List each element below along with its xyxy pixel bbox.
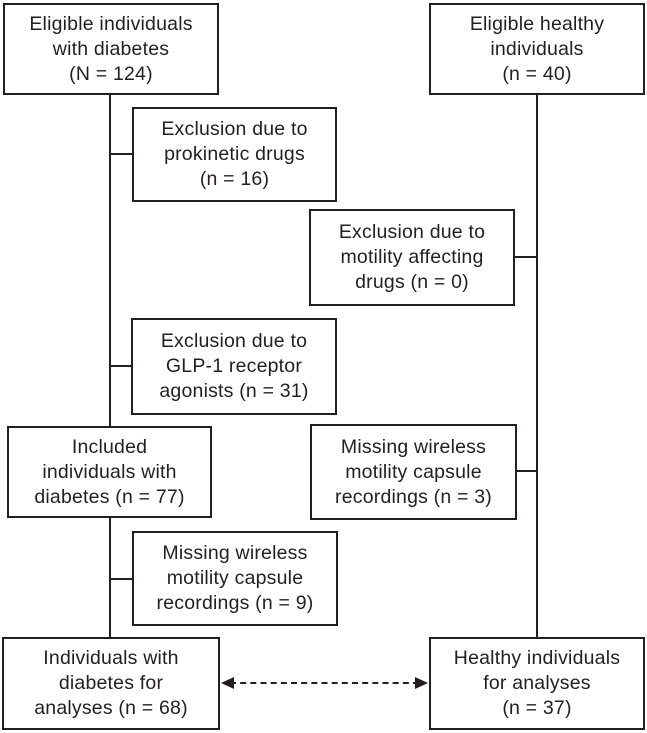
box-missing-recordings-diabetes: Missing wireless motility capsule record… xyxy=(132,531,338,626)
box-exclusion-prokinetic: Exclusion due to prokinetic drugs (n = 1… xyxy=(132,107,337,202)
connector-to-missing3-box xyxy=(517,470,536,472)
connector-to-missing9-box xyxy=(110,578,132,580)
box-healthy-for-analyses: Healthy individuals for analyses (n = 37… xyxy=(429,637,645,730)
box-diabetes-for-analyses: Individuals with diabetes for analyses (… xyxy=(2,637,220,730)
arrowhead-right-icon xyxy=(415,677,428,689)
box-exclusion-motility-drugs: Exclusion due to motility affecting drug… xyxy=(309,209,515,306)
comparison-dashed-arrow xyxy=(221,677,428,691)
dashed-arrow-shaft xyxy=(230,682,419,684)
box-exclusion-glp1: Exclusion due to GLP-1 receptor agonists… xyxy=(131,318,337,415)
box-included-diabetes: Included individuals with diabetes (n = … xyxy=(7,426,212,518)
connector-diabetes-vertical-lower xyxy=(109,518,111,637)
connector-diabetes-vertical-upper xyxy=(109,95,111,426)
box-eligible-healthy: Eligible healthy individuals (n = 40) xyxy=(429,3,645,95)
box-missing-recordings-healthy: Missing wireless motility capsule record… xyxy=(310,424,517,520)
box-eligible-diabetes: Eligible individuals with diabetes (N = … xyxy=(3,3,219,95)
connector-to-prokinetic-box xyxy=(110,153,132,155)
connector-to-motility-box xyxy=(515,256,536,258)
connector-healthy-vertical xyxy=(536,95,538,637)
connector-to-glp1-box xyxy=(110,365,131,367)
arrowhead-left-icon xyxy=(221,677,234,689)
